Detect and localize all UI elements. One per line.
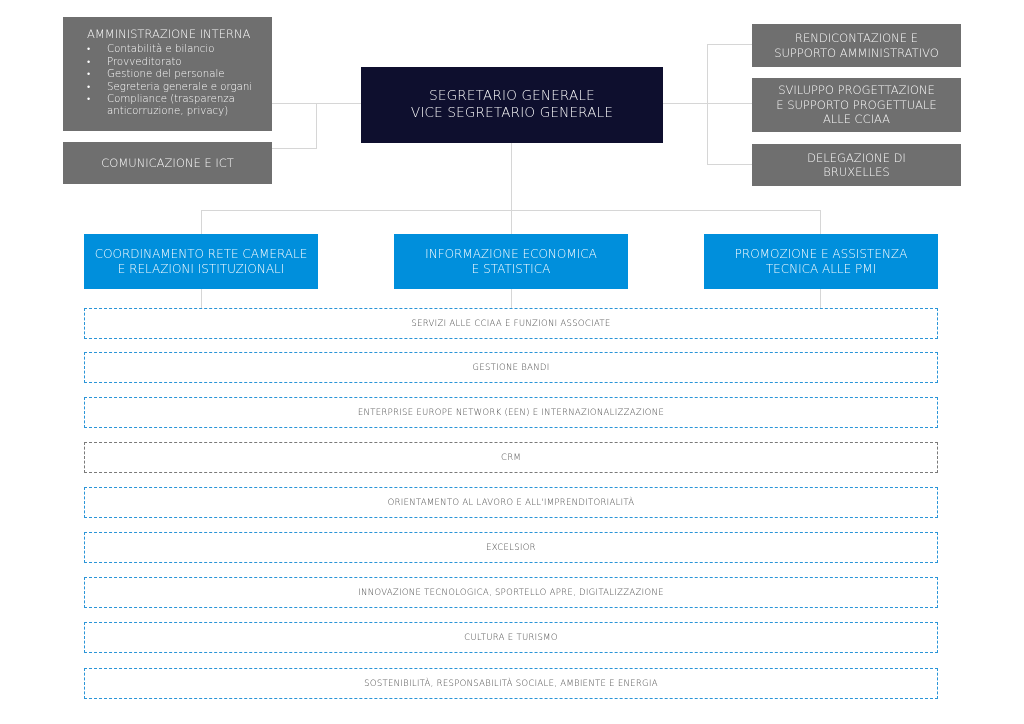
connector-comunicazione	[272, 148, 317, 149]
staff-box-label: COMUNICAZIONE E ICT	[101, 155, 234, 170]
area-row: INNOVAZIONE TECNOLOGICA, SPORTELLO APRE,…	[84, 577, 938, 608]
area-label: ORIENTAMENTO AL LAVORO E ALL'IMPRENDITOR…	[387, 497, 635, 508]
staff-box-title: AMMINISTRAZIONE INTERNA	[87, 27, 251, 41]
division-line-1: INFORMAZIONE ECONOMICA	[425, 246, 597, 261]
division-box-informazione-economica: INFORMAZIONE ECONOMICA E STATISTICA	[394, 234, 628, 289]
top-box-line-2: VICE SEGRETARIO GENERALE	[410, 105, 614, 121]
staff-box-line-2: E SUPPORTO PROGETTUALE	[776, 97, 937, 112]
area-label: GESTIONE BANDI	[472, 362, 550, 373]
area-label: SOSTENIBILITÀ, RESPONSABILITÀ SOCIALE, A…	[364, 678, 658, 689]
connector-center-vertical	[511, 143, 512, 310]
area-label: EXCELSIOR	[486, 542, 536, 553]
division-box-promozione: PROMOZIONE E ASSISTENZA TECNICA ALLE PMI	[704, 234, 938, 289]
staff-box-amministrazione-interna: AMMINISTRAZIONE INTERNA Contabilità e bi…	[63, 17, 272, 131]
staff-box-line-2: SUPPORTO AMMINISTRATIVO	[774, 45, 939, 60]
staff-box-line-1: DELEGAZIONE DI	[807, 150, 906, 165]
staff-box-line-3: ALLE CCIAA	[822, 112, 891, 127]
staff-list-item: Compliance (trasparenza anticorruzione, …	[87, 94, 272, 119]
staff-box-list: Contabilità e bilancio Provveditorato Ge…	[87, 44, 272, 118]
area-row: EXCELSIOR	[84, 532, 938, 563]
staff-box-delegazione-bruxelles: DELEGAZIONE DI BRUXELLES	[752, 144, 961, 186]
staff-box-line-1: SVILUPPO PROGETTAZIONE	[778, 83, 935, 98]
staff-box-rendicontazione: RENDICONTAZIONE E SUPPORTO AMMINISTRATIV…	[752, 24, 961, 67]
connector-right-1	[707, 44, 752, 45]
top-box-segretario-generale: SEGRETARIO GENERALE VICE SEGRETARIO GENE…	[361, 67, 663, 143]
staff-list-item: Provveditorato	[87, 57, 272, 70]
area-row: SOSTENIBILITÀ, RESPONSABILITÀ SOCIALE, A…	[84, 668, 938, 699]
division-line-1: PROMOZIONE E ASSISTENZA	[734, 246, 908, 261]
division-line-1: COORDINAMENTO RETE CAMERALE	[94, 246, 308, 261]
division-line-2: TECNICA ALLE PMI	[765, 261, 877, 276]
division-line-2: E RELAZIONI ISTITUZIONALI	[117, 261, 285, 276]
connector-right-3	[707, 164, 752, 165]
connector-right-2	[707, 103, 752, 104]
staff-box-line-1: RENDICONTAZIONE E	[795, 31, 918, 46]
area-row: SERVIZI ALLE CCIAA E FUNZIONI ASSOCIATE	[84, 308, 938, 339]
staff-list-item: Contabilità e bilancio	[87, 44, 272, 57]
connector-right-vertical	[707, 44, 708, 165]
area-row: CULTURA E TURISMO	[84, 622, 938, 653]
area-row: ORIENTAMENTO AL LAVORO E ALL'IMPRENDITOR…	[84, 487, 938, 518]
staff-box-line-2: BRUXELLES	[823, 165, 890, 179]
connector-left-vertical	[316, 103, 317, 149]
area-label: INNOVAZIONE TECNOLOGICA, SPORTELLO APRE,…	[358, 587, 664, 598]
connector-left-horizontal	[272, 103, 362, 104]
top-box-line-1: SEGRETARIO GENERALE	[429, 88, 595, 105]
division-box-coordinamento: COORDINAMENTO RETE CAMERALE E RELAZIONI …	[84, 234, 318, 289]
connector-right-horizontal	[663, 103, 708, 104]
area-row: ENTERPRISE EUROPE NETWORK (EEN) E INTERN…	[84, 397, 938, 428]
staff-box-comunicazione-ict: COMUNICAZIONE E ICT	[63, 142, 272, 184]
area-label: CULTURA E TURISMO	[464, 632, 558, 643]
staff-list-item: Segreteria generale e organi	[87, 82, 272, 95]
staff-list-item: Gestione del personale	[87, 69, 272, 82]
area-label: SERVIZI ALLE CCIAA E FUNZIONI ASSOCIATE	[411, 318, 611, 329]
area-label: CRM	[500, 452, 522, 463]
area-row: GESTIONE BANDI	[84, 352, 938, 383]
staff-box-sviluppo-progettazione: SVILUPPO PROGETTAZIONE E SUPPORTO PROGET…	[752, 78, 961, 132]
division-line-2: E STATISTICA	[471, 261, 551, 276]
area-label: ENTERPRISE EUROPE NETWORK (EEN) E INTERN…	[357, 407, 665, 418]
connector-divisions-horizontal	[201, 210, 821, 211]
area-row: CRM	[84, 442, 938, 473]
